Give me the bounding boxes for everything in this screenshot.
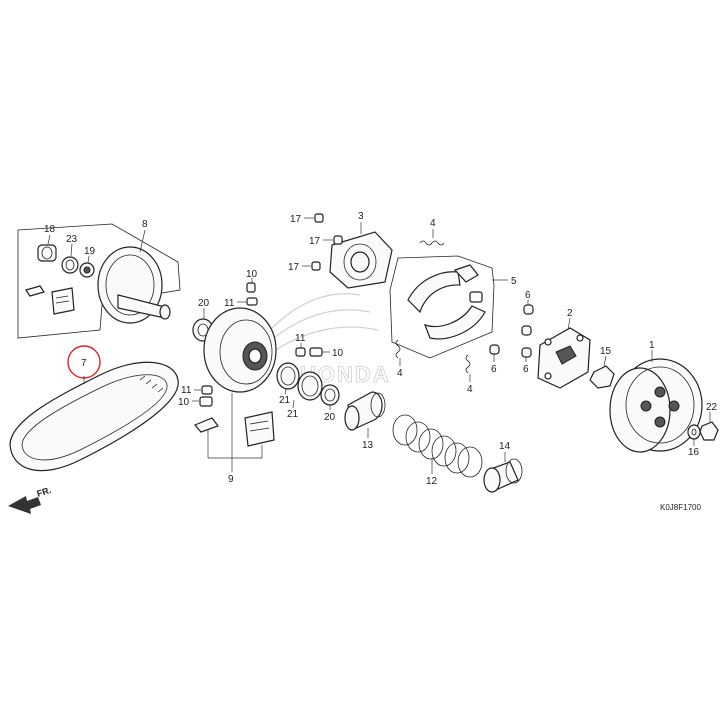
- part-15-nut: [589, 355, 615, 389]
- part-6-damper-1: [523, 300, 534, 315]
- part-3-clutch-plate: [329, 222, 393, 289]
- label-part-18: 18: [44, 224, 56, 235]
- part-13-collar: [344, 391, 386, 438]
- label-part-15: 15: [600, 346, 612, 357]
- label-part-6-lower-left: 6: [491, 364, 497, 375]
- part-21-ring-right: [292, 371, 323, 409]
- label-part-11-middle: 11: [295, 333, 306, 344]
- part-1-clutch-outer: [609, 350, 703, 453]
- part-4-spring-left: [395, 339, 401, 366]
- part-23-seal: [61, 243, 79, 274]
- label-part-17-3: 17: [288, 262, 300, 273]
- part-6-damper-2: [521, 325, 532, 336]
- label-part-6-upper: 6: [525, 290, 531, 301]
- label-part-4-right: 4: [467, 384, 473, 395]
- label-part-7: 7: [81, 358, 87, 369]
- label-part-21-right: 21: [287, 409, 299, 420]
- label-part-17-2: 17: [309, 236, 321, 247]
- label-part-21-left: 21: [279, 395, 291, 406]
- part-9-drive-pulley: [203, 307, 277, 472]
- group-pin-and-plate: [25, 285, 75, 315]
- part-6-damper-3: [489, 344, 500, 362]
- label-part-13: 13: [362, 440, 374, 451]
- part-7-drive-belt: [9, 361, 179, 472]
- part-18-bearing: [37, 234, 57, 262]
- drawing-code: K0J8F1700: [660, 503, 701, 512]
- part-2-drive-plate: [537, 317, 591, 389]
- part-10-bolt-middle: [309, 347, 330, 357]
- front-direction-arrow: FR.: [8, 485, 52, 514]
- part-10-bolt-lower: [192, 396, 213, 407]
- label-part-11-lower: 11: [181, 385, 192, 396]
- label-part-19: 19: [84, 246, 96, 257]
- label-part-12: 12: [426, 476, 438, 487]
- label-part-23: 23: [66, 234, 78, 245]
- label-part-10-middle: 10: [332, 348, 344, 359]
- part-11-collar-middle: [295, 343, 306, 357]
- part-11-collar-lower: [194, 385, 213, 395]
- part-4-spring-right: [465, 354, 471, 382]
- label-part-3: 3: [358, 211, 364, 222]
- label-part-4-left: 4: [397, 368, 403, 379]
- part-4-spring-top: [419, 229, 445, 246]
- label-part-14: 14: [499, 441, 511, 452]
- part-22-nut: [699, 412, 719, 441]
- part-17-bolt-1: [304, 213, 324, 223]
- label-part-20-right: 20: [324, 412, 336, 423]
- label-part-10-upper: 10: [246, 269, 258, 280]
- part-17-bolt-3: [302, 261, 321, 271]
- part-6-damper-4: [521, 347, 532, 362]
- part-5-clutch-shoes: [407, 264, 486, 340]
- front-direction-label: FR.: [36, 485, 53, 499]
- part-8-driven-face: [97, 229, 171, 324]
- label-part-17-1: 17: [290, 214, 302, 225]
- label-part-11-upper: 11: [224, 298, 235, 309]
- label-part-6-lower-right: 6: [523, 364, 529, 375]
- label-part-8: 8: [142, 219, 148, 230]
- label-part-10-lower: 10: [178, 397, 190, 408]
- part-16-washer: [687, 424, 701, 446]
- part-10-bolt-upper: [246, 278, 256, 293]
- part-20-seal-right: [320, 384, 340, 410]
- part-17-bolt-2: [323, 235, 343, 245]
- label-part-4-top: 4: [430, 218, 436, 229]
- label-part-2: 2: [567, 308, 573, 319]
- label-part-5: 5: [511, 276, 517, 287]
- part-11-collar-upper: [237, 297, 258, 306]
- clutch-shoe-group-box: [389, 255, 508, 359]
- label-part-9: 9: [228, 474, 234, 485]
- part-12-spring: [392, 414, 483, 478]
- part-labels: 18 23 19 8 7 20 10 11 11 10 11 10 9 21 2…: [44, 211, 718, 487]
- part-19-bearing: [79, 255, 95, 278]
- part-9-pin-and-plate: [194, 411, 275, 447]
- label-part-22: 22: [706, 402, 718, 413]
- part-21-ring-left: [276, 362, 300, 395]
- label-part-1: 1: [649, 340, 655, 351]
- label-part-16: 16: [688, 447, 700, 458]
- label-part-20-left: 20: [198, 298, 210, 309]
- part-14-collar: [483, 452, 523, 493]
